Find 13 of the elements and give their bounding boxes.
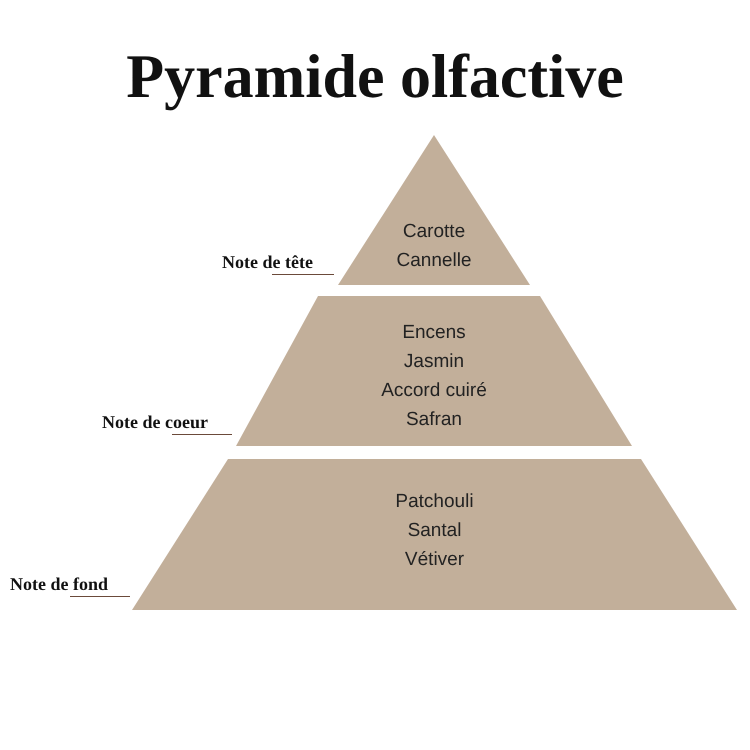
ingredient-text: Accord cuiré [381, 379, 487, 403]
title: Pyramide olfactive [125, 42, 625, 113]
ingredient-text: Encens [402, 321, 466, 345]
ingredient-text: Safran [406, 408, 462, 432]
tier-label: Note de coeur [102, 412, 208, 433]
tier-label: Note de tête [222, 252, 313, 273]
ingredient-text: Carotte [402, 220, 466, 244]
tier-label: Note de fond [10, 574, 108, 595]
ingredient-text: Jasmin [404, 350, 464, 374]
ingredient-text: Santal [408, 519, 462, 543]
ingredient-text: Vétiver [404, 548, 464, 572]
ingredient-text: Cannelle [396, 249, 472, 273]
ingredient-text: Patchouli [395, 490, 474, 514]
